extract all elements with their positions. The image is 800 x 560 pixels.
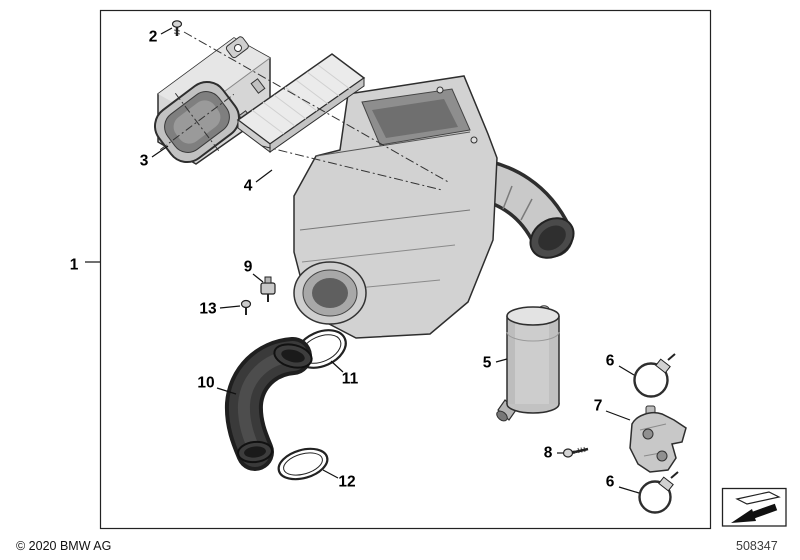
hose-clamp-upper: [633, 353, 676, 398]
callout-5[interactable]: 5: [482, 354, 492, 372]
callout-8[interactable]: 8: [543, 444, 553, 462]
housing-port: [293, 261, 367, 325]
small-screw-13: [240, 299, 252, 315]
callout-11[interactable]: 11: [341, 370, 359, 388]
holder-bracket: [629, 405, 687, 473]
duct-mount-tab: [225, 36, 249, 59]
assembly-axis-lines: [183, 31, 451, 191]
callout-6-lower[interactable]: 6: [605, 473, 615, 491]
callout-2[interactable]: 2: [148, 28, 158, 46]
callout-10[interactable]: 10: [197, 374, 215, 392]
intake-duct: [154, 36, 271, 165]
diagram-part-number: 508347: [736, 539, 778, 553]
hose-clamp-lower: [638, 471, 679, 514]
diagram-frame: [99, 9, 712, 530]
wedge-direction-icon: [721, 487, 787, 527]
callout-13[interactable]: 13: [199, 300, 217, 318]
duct-screw: [171, 20, 183, 36]
resonator: [496, 305, 560, 422]
airbox-housing: [293, 75, 575, 339]
callout-12[interactable]: 12: [338, 473, 356, 491]
callout-3[interactable]: 3: [139, 152, 149, 170]
vent-fitting: [260, 276, 276, 302]
bracket-screw: [562, 446, 589, 458]
callout-1[interactable]: 1: [69, 256, 79, 274]
filter-element: [236, 53, 366, 153]
callout-6-upper[interactable]: 6: [605, 352, 615, 370]
callout-7[interactable]: 7: [593, 397, 603, 415]
sealing-ring-lower: [277, 447, 329, 481]
leader-lines: [85, 27, 640, 494]
callout-4[interactable]: 4: [243, 177, 253, 195]
intake-elbow: [224, 337, 313, 471]
callout-9[interactable]: 9: [243, 258, 253, 276]
copyright-text: © 2020 BMW AG: [16, 539, 112, 553]
